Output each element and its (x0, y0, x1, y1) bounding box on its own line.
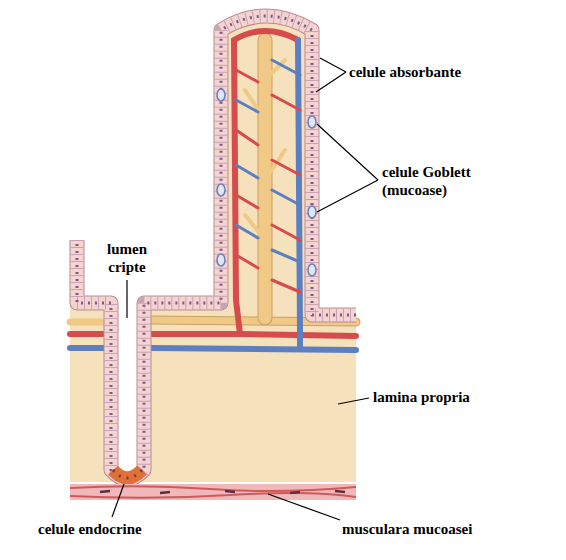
blood-vessels-part (245, 60, 285, 240)
muscularis-mucosae-part (100, 491, 345, 493)
leader-lines-part (316, 58, 346, 92)
muscularis-mucosae-part (70, 486, 356, 498)
part-label: celule endocrine (38, 520, 208, 538)
epithelium-part (77, 16, 356, 479)
leader-lines-part (338, 398, 369, 404)
lamina-propria-tissue-part (70, 10, 356, 482)
muscularis-mucosae (70, 484, 356, 500)
blood-vessels-part (236, 60, 300, 262)
leader-lines-part (126, 280, 127, 318)
goblet-cells-part (217, 254, 225, 266)
goblet-cells-part (308, 116, 316, 128)
epithelium-part (77, 16, 356, 479)
part-label: celule absorbante (349, 63, 509, 81)
endocrine-cells-part (113, 470, 142, 478)
goblet-cells-part (308, 206, 316, 218)
leader-lines-part (317, 124, 378, 212)
goblet-cells-part (308, 264, 316, 276)
blood-vessels-part (70, 319, 104, 326)
part-label: musculara mucoasei (342, 520, 542, 538)
epithelium-part (77, 16, 356, 479)
part-label: celule Goblett (mucoase) (382, 163, 494, 199)
leader-lines (112, 58, 378, 520)
goblet-cells-part (217, 89, 225, 101)
muscularis-mucosae-part (70, 484, 356, 500)
part-label: lamina propria (373, 388, 533, 406)
part-label: lumen cripte (96, 240, 158, 276)
goblet-cells (217, 89, 316, 276)
blood-vessels-part (70, 31, 298, 334)
goblet-cells-part (217, 184, 225, 196)
leader-lines-part (112, 484, 124, 517)
lamina-propria-tissue (70, 10, 356, 482)
endocrine-cells-part (113, 470, 142, 478)
endocrine-cells (113, 470, 142, 478)
epithelium (77, 16, 356, 479)
leader-lines-part (268, 494, 340, 520)
epithelium-part (77, 16, 356, 479)
blood-vessels-part (298, 40, 300, 349)
